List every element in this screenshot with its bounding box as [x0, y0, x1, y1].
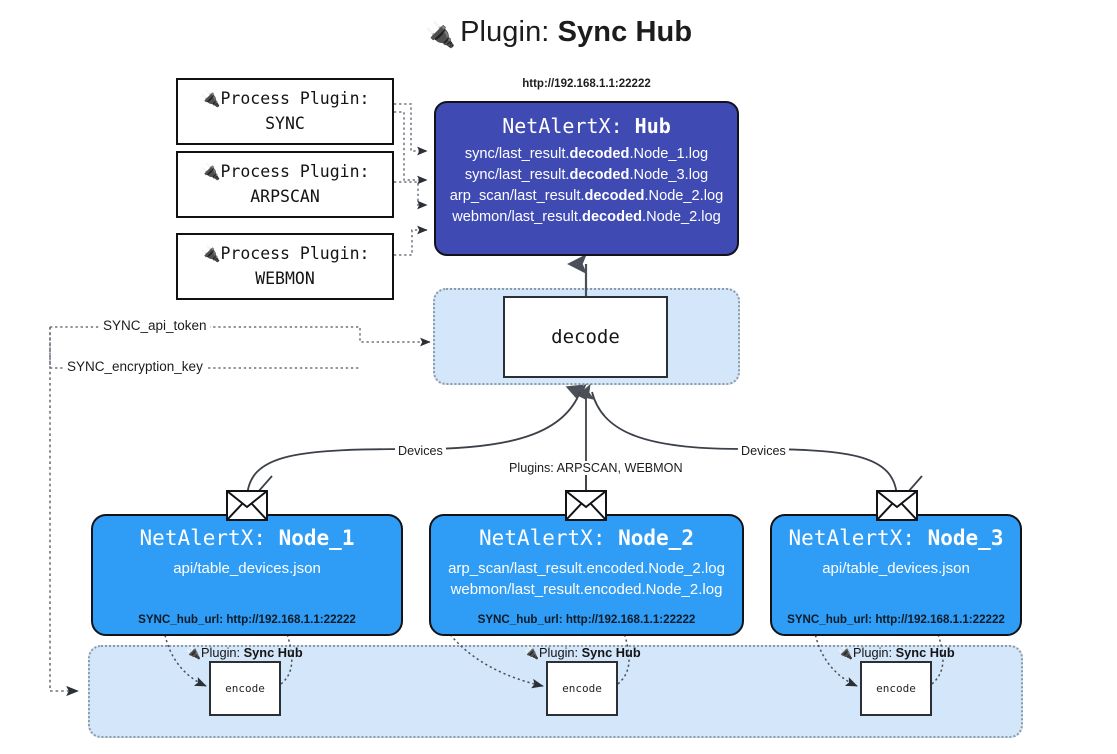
node-hub-url: SYNC_hub_url: http://192.168.1.1:22222: [477, 613, 696, 626]
plug-icon: 🔌: [186, 646, 201, 660]
plug-icon: 🔌: [838, 646, 853, 660]
node-log-list: api/table_devices.json: [93, 560, 401, 577]
encoder-plugin-label-1: 🔌Plugin: Sync Hub: [186, 645, 303, 660]
hub-url-label: http://192.168.1.1:22222: [522, 78, 651, 90]
process-plugin-webmon[interactable]: 🔌Process Plugin: WEBMON: [176, 233, 394, 301]
node-title: NetAlertX: Node_1: [139, 526, 355, 550]
hub-log-line: sync/last_result.decoded.Node_1.log: [464, 146, 709, 162]
process-plugin-arpscan[interactable]: 🔌Process Plugin: ARPSCAN: [176, 151, 394, 219]
encoder-plugin-label-3: 🔌Plugin: Sync Hub: [838, 645, 955, 660]
node-card-node-1[interactable]: NetAlertX: Node_1 api/table_devices.json…: [91, 514, 403, 636]
envelope-icon: [565, 490, 607, 521]
process-plugin-line2: SYNC: [265, 113, 305, 133]
label-devices-right: Devices: [738, 444, 789, 458]
process-plugin-line1: 🔌Process Plugin:: [200, 162, 370, 181]
node-log-line: webmon/last_result.encoded.Node_2.log: [450, 581, 723, 598]
node-title: NetAlertX: Node_3: [788, 526, 1004, 550]
node-hub-url: SYNC_hub_url: http://192.168.1.1:22222: [787, 613, 1005, 626]
encode-box-3[interactable]: encode: [860, 661, 932, 716]
encoder-plugin-label-2: 🔌Plugin: Sync Hub: [524, 645, 641, 660]
label-plugins-center: Plugins: ARPSCAN, WEBMON: [506, 461, 686, 475]
envelope-icon: [226, 490, 268, 521]
label-sync-api-token: SYNC_api_token: [100, 318, 210, 333]
process-plugin-line2: ARPSCAN: [250, 186, 320, 206]
hub-log-line: sync/last_result.decoded.Node_3.log: [464, 166, 709, 183]
label-sync-encryption-key: SYNC_encryption_key: [64, 359, 206, 374]
hub-node[interactable]: NetAlertX: Hub sync/last_result.decoded.…: [434, 101, 739, 256]
encode-box-2[interactable]: encode: [546, 661, 618, 716]
process-plugin-line2: WEBMON: [255, 268, 315, 288]
plug-icon: 🔌: [200, 91, 221, 108]
encode-box-1[interactable]: encode: [209, 661, 281, 716]
hub-title: NetAlertX: Hub: [502, 114, 671, 138]
page-title-prefix: Plugin:: [460, 16, 558, 48]
decode-box[interactable]: decode: [503, 296, 668, 378]
process-plugin-sync[interactable]: 🔌Process Plugin: SYNC: [176, 78, 394, 146]
hub-log-list: sync/last_result.decoded.Node_1.log sync…: [436, 146, 737, 226]
page-title: 🔌Plugin: Sync Hub: [0, 16, 1117, 49]
process-plugin-line1: 🔌Process Plugin:: [200, 244, 370, 263]
plug-icon: 🔌: [200, 164, 221, 181]
hub-log-line: arp_scan/last_result.decoded.Node_2.log: [449, 187, 724, 204]
node-log-list: arp_scan/last_result.encoded.Node_2.log …: [431, 560, 742, 598]
page-title-name: Sync Hub: [557, 16, 693, 48]
node-title: NetAlertX: Node_2: [479, 526, 694, 550]
plug-icon: 🔌: [424, 21, 457, 49]
node-log-line: api/table_devices.json: [173, 560, 321, 577]
plug-icon: 🔌: [200, 246, 221, 263]
node-log-list: api/table_devices.json: [772, 560, 1020, 577]
node-log-line: api/table_devices.json: [822, 560, 970, 577]
envelope-icon: [876, 490, 918, 521]
node-card-node-3[interactable]: NetAlertX: Node_3 api/table_devices.json…: [770, 514, 1022, 636]
node-card-node-2[interactable]: NetAlertX: Node_2 arp_scan/last_result.e…: [429, 514, 744, 636]
label-devices-left: Devices: [395, 444, 446, 458]
hub-log-line: webmon/last_result.decoded.Node_2.log: [452, 208, 721, 225]
process-plugin-line1: 🔌Process Plugin:: [200, 89, 370, 108]
plug-icon: 🔌: [524, 646, 539, 660]
node-hub-url: SYNC_hub_url: http://192.168.1.1:22222: [138, 613, 356, 626]
node-log-line: arp_scan/last_result.encoded.Node_2.log: [448, 560, 725, 577]
